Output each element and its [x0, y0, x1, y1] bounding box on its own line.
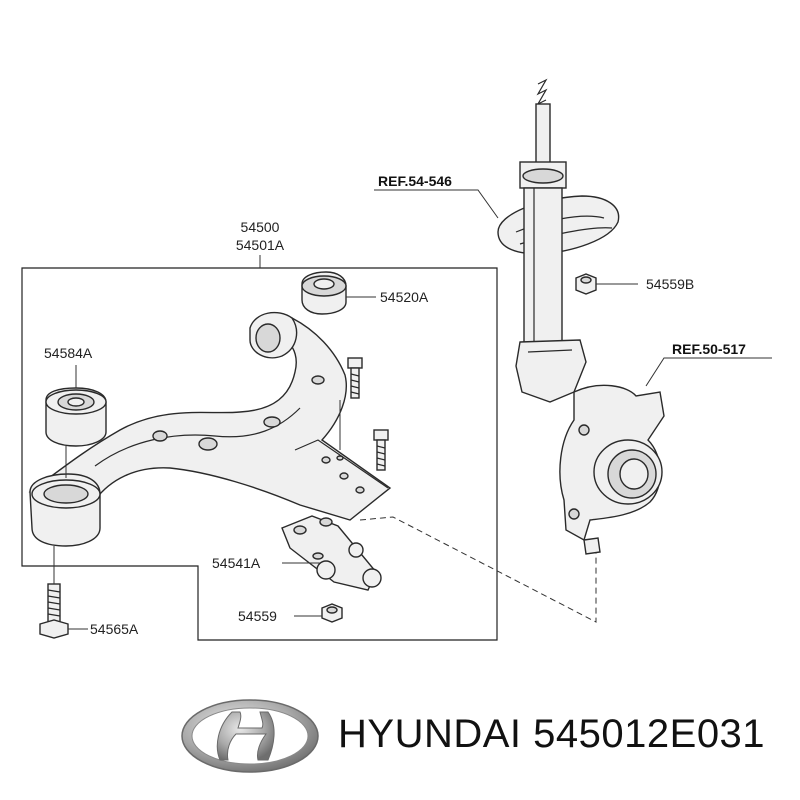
arm-rear-boss — [249, 311, 298, 359]
ball-joint-54541A — [281, 515, 382, 591]
ball-joint-nut-54559 — [321, 603, 343, 623]
hyundai-logo-icon — [181, 699, 319, 773]
callout-ref-50-517: REF.50-517 — [672, 341, 746, 357]
brand-name: HYUNDAI — [338, 712, 522, 756]
strut-assembly — [497, 78, 620, 403]
callout-54501A: 54501A — [236, 237, 285, 253]
bolt-54565A — [39, 583, 69, 639]
callout-54565A: 54565A — [90, 621, 139, 637]
callout-54559B: 54559B — [646, 276, 694, 292]
callout-54520A: 54520A — [380, 289, 429, 305]
brand-caption: HYUNDAI 545012E031 — [338, 712, 765, 757]
callout-54584A: 54584A — [44, 345, 93, 361]
callout-54500: 54500 — [241, 219, 280, 235]
leader-ref-54-546 — [374, 189, 499, 219]
assembly-frame — [21, 267, 498, 641]
arm-front-sleeve — [29, 473, 101, 547]
callout-ref-54-546: REF.54-546 — [378, 173, 452, 189]
part-number: 545012E031 — [533, 712, 766, 756]
rear-bushing-54520A — [301, 271, 347, 315]
ball-joint-guide-line — [359, 516, 597, 623]
arm-bolt-lower — [373, 429, 389, 471]
steering-knuckle — [559, 384, 665, 555]
front-bushing-54584A — [45, 387, 107, 447]
arm-bolt-upper — [347, 357, 363, 399]
lower-control-arm — [28, 317, 392, 521]
callout-54541A: 54541A — [212, 555, 261, 571]
callout-54559: 54559 — [238, 608, 277, 624]
leader-ref-50-517 — [645, 357, 772, 387]
